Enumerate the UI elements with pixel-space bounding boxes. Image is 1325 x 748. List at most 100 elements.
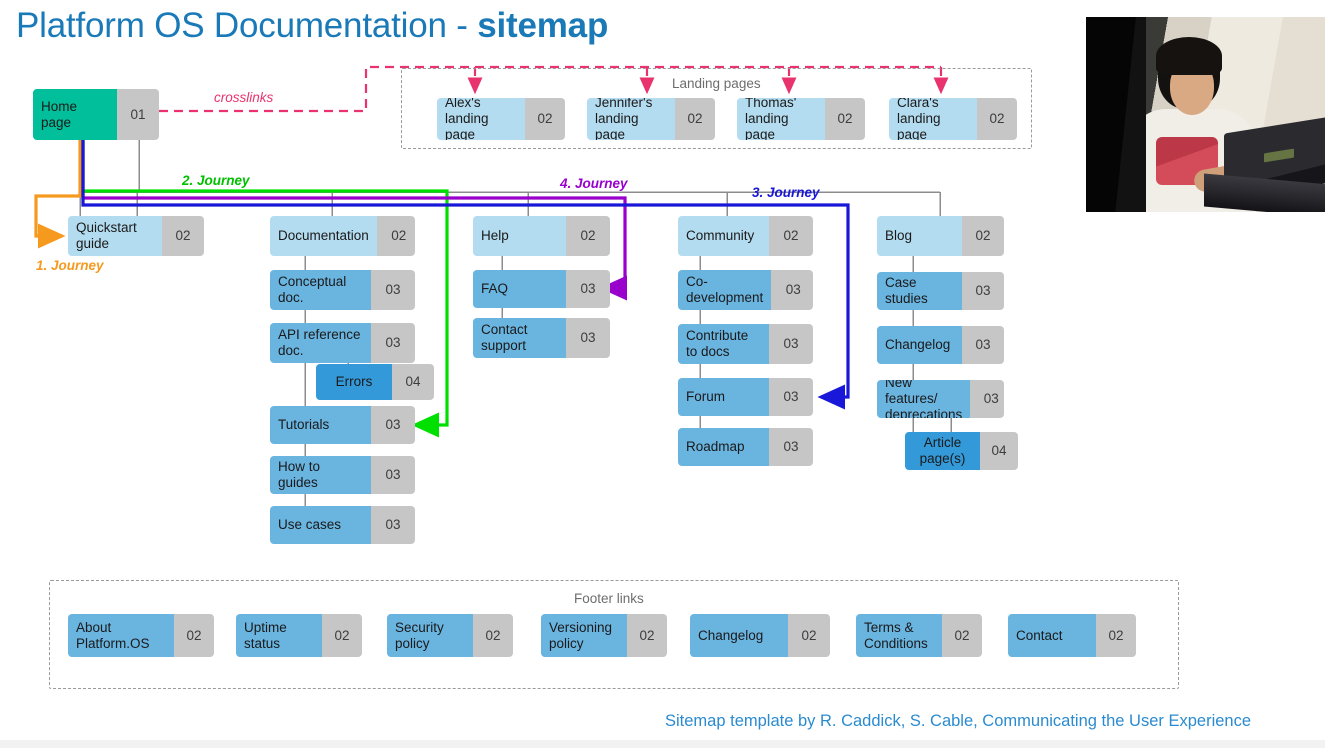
node-api-reference-doc[interactable]: API reference doc. 03 — [270, 323, 415, 363]
node-security-policy[interactable]: Security policy 02 — [387, 614, 513, 657]
node-label: Co-development — [678, 270, 772, 310]
node-home-page[interactable]: Home page 01 — [33, 89, 159, 140]
node-number: 02 — [525, 98, 565, 140]
node-number: 03 — [962, 272, 1004, 310]
footer-links-group-title: Footer links — [574, 591, 644, 606]
node-number: 02 — [473, 614, 513, 657]
node-number: 02 — [769, 216, 813, 256]
node-clara-landing-page[interactable]: Clara's landing page 02 — [889, 98, 1017, 140]
landing-pages-group-title: Landing pages — [672, 76, 761, 91]
journey-4-wire — [81, 140, 627, 301]
node-community[interactable]: Community 02 — [678, 216, 813, 256]
node-documentation[interactable]: Documentation 02 — [270, 216, 415, 256]
node-number: 02 — [174, 614, 214, 657]
node-label: Security policy — [387, 614, 473, 657]
node-co-development[interactable]: Co-development 03 — [678, 270, 813, 310]
node-number: 02 — [162, 216, 204, 256]
page-title-bold: sitemap — [477, 6, 609, 45]
node-help[interactable]: Help 02 — [473, 216, 610, 256]
node-label: API reference doc. — [270, 323, 371, 363]
node-number: 02 — [962, 216, 1004, 256]
node-number: 02 — [1096, 614, 1136, 657]
node-label: Forum — [678, 378, 769, 416]
node-tutorials[interactable]: Tutorials 03 — [270, 406, 415, 444]
node-new-features-deprecations[interactable]: New features/ deprecations 03 — [877, 380, 1004, 418]
node-number: 03 — [371, 506, 415, 544]
node-label: Tutorials — [270, 406, 371, 444]
node-number: 02 — [566, 216, 610, 256]
journey-2-label: 2. Journey — [182, 173, 250, 188]
node-number: 02 — [825, 98, 865, 140]
node-label: Errors — [316, 364, 392, 400]
node-versioning-policy[interactable]: Versioning policy 02 — [541, 614, 667, 657]
node-number: 02 — [675, 98, 715, 140]
node-label: Versioning policy — [541, 614, 627, 657]
node-label: FAQ — [473, 270, 566, 308]
node-uptime-status[interactable]: Uptime status 02 — [236, 614, 362, 657]
node-label: Clara's landing page — [889, 98, 977, 140]
node-errors[interactable]: Errors 04 — [316, 364, 434, 400]
node-use-cases[interactable]: Use cases 03 — [270, 506, 415, 544]
node-number: 02 — [788, 614, 830, 657]
node-number: 03 — [371, 456, 415, 494]
node-faq[interactable]: FAQ 03 — [473, 270, 610, 308]
node-footer-changelog[interactable]: Changelog 02 — [690, 614, 830, 657]
node-contact-support[interactable]: Contact support 03 — [473, 318, 610, 358]
node-number: 04 — [980, 432, 1018, 470]
node-conceptual-doc[interactable]: Conceptual doc. 03 — [270, 270, 415, 310]
page-title: Platform OS Documentation - sitemap — [16, 6, 608, 46]
node-label: Case studies — [877, 272, 962, 310]
photo-hair — [1156, 37, 1222, 75]
node-label: Use cases — [270, 506, 371, 544]
node-label: Documentation — [270, 216, 377, 256]
node-jennifer-landing-page[interactable]: Jennifer's landing page 02 — [587, 98, 715, 140]
footer-links-group — [49, 580, 1179, 689]
node-number: 03 — [771, 270, 813, 310]
node-label: Article page(s) — [905, 432, 980, 470]
node-number: 01 — [117, 89, 159, 140]
node-case-studies[interactable]: Case studies 03 — [877, 272, 1004, 310]
node-number: 03 — [371, 406, 415, 444]
node-number: 02 — [627, 614, 667, 657]
node-label: Roadmap — [678, 428, 769, 466]
node-blog[interactable]: Blog 02 — [877, 216, 1004, 256]
node-label: Terms & Conditions — [856, 614, 942, 657]
node-number: 03 — [371, 323, 415, 363]
node-about-platform-os[interactable]: About Platform.OS 02 — [68, 614, 214, 657]
node-thomas-landing-page[interactable]: Thomas' landing page 02 — [737, 98, 865, 140]
node-contact[interactable]: Contact 02 — [1008, 614, 1136, 657]
node-label: Changelog — [877, 326, 962, 364]
photo-foreground-post — [1086, 17, 1146, 212]
node-how-to-guides[interactable]: How to guides 03 — [270, 456, 415, 494]
bottom-strip — [0, 740, 1325, 748]
node-number: 03 — [566, 318, 610, 358]
node-label: Alex's landing page — [437, 98, 525, 140]
node-label: Changelog — [690, 614, 788, 657]
node-number: 02 — [977, 98, 1017, 140]
node-label: Uptime status — [236, 614, 322, 657]
crosslinks-label: crosslinks — [214, 90, 274, 105]
node-forum[interactable]: Forum 03 — [678, 378, 813, 416]
node-quickstart-guide[interactable]: Quickstart guide 02 — [68, 216, 204, 256]
node-number: 02 — [942, 614, 982, 657]
landing-pages-group — [401, 68, 1032, 149]
node-changelog[interactable]: Changelog 03 — [877, 326, 1004, 364]
node-terms-and-conditions[interactable]: Terms & Conditions 02 — [856, 614, 982, 657]
node-label: About Platform.OS — [68, 614, 174, 657]
node-article-pages[interactable]: Article page(s) 04 — [905, 432, 1018, 470]
node-label: Jennifer's landing page — [587, 98, 675, 140]
node-number: 03 — [970, 380, 1004, 418]
node-contribute-to-docs[interactable]: Contribute to docs 03 — [678, 324, 813, 364]
node-number: 02 — [322, 614, 362, 657]
node-number: 04 — [392, 364, 434, 400]
node-number: 02 — [376, 216, 415, 256]
node-number: 03 — [769, 378, 813, 416]
credit-line: Sitemap template by R. Caddick, S. Cable… — [665, 712, 1252, 730]
node-label: Contact support — [473, 318, 566, 358]
node-label: Quickstart guide — [68, 216, 162, 256]
node-label: Community — [678, 216, 769, 256]
node-alex-landing-page[interactable]: Alex's landing page 02 — [437, 98, 565, 140]
node-number: 03 — [769, 428, 813, 466]
node-roadmap[interactable]: Roadmap 03 — [678, 428, 813, 466]
